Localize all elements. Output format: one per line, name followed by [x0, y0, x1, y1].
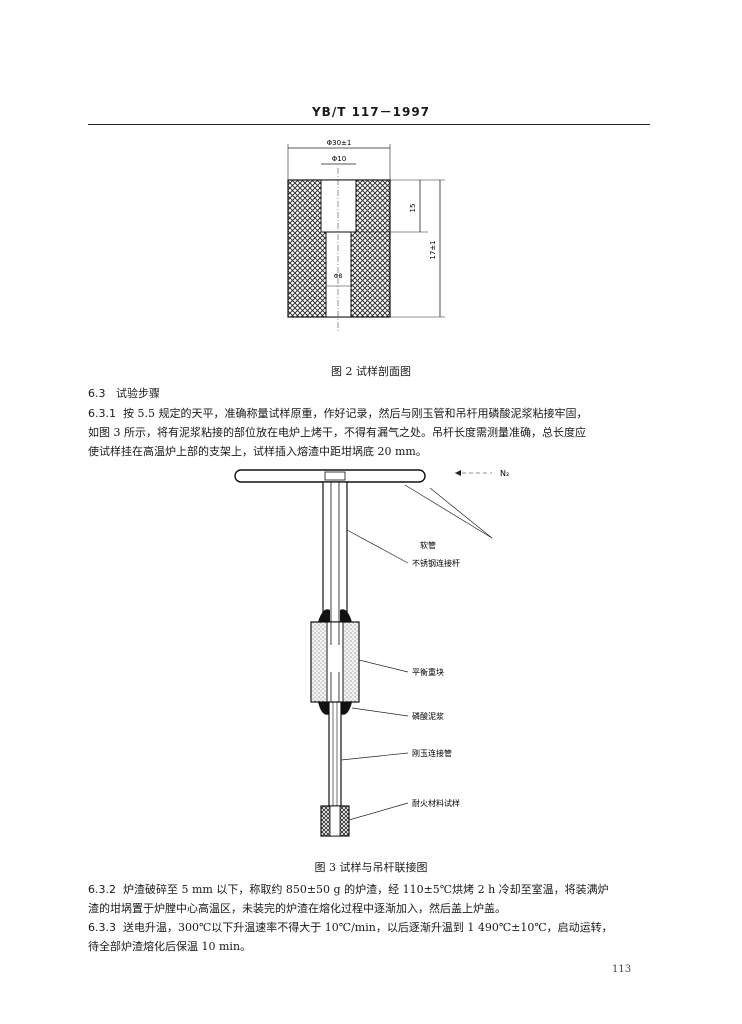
- page-header: YB/T 117－1997: [311, 105, 431, 119]
- slurry-joint-top-left: [318, 609, 330, 622]
- connecting-rod: [322, 481, 348, 623]
- label-hose: 软管: [420, 540, 436, 550]
- section-number: 6.3: [88, 387, 106, 400]
- paragraph-line: 如图 3 所示，将有泥浆粘接的部位放在电炉上烤干，不得有漏气之处。吊杆长度需测量…: [88, 426, 586, 439]
- paragraph-line: 按 5.5 规定的天平，准确称量试样原重，作好记录，然后与刚玉管和吊杆用磷酸泥浆…: [123, 407, 588, 420]
- lower-bore: [325, 231, 352, 318]
- section-title: 试验步骤: [116, 387, 160, 400]
- figure-2-drawing: Φ30±1 Φ10 Φ8 15 17±1: [287, 139, 445, 333]
- paragraph-line: 渣的坩埚置于炉膛中心高温区，未装完的炉渣在熔化过程中逐渐加入，然后盖上炉盖。: [88, 902, 506, 915]
- page-number: 113: [612, 964, 632, 975]
- paragraph-line: 炉渣破碎至 5 mm 以下，称取约 850±50 g 的炉渣，经 110±5℃烘…: [123, 883, 609, 896]
- paragraph-number: 6.3.1: [88, 407, 116, 420]
- paragraph-number: 6.3.2: [88, 883, 116, 896]
- section-heading: 6.3 试验步骤: [88, 385, 160, 401]
- label-slurry: 磷酸泥浆: [412, 711, 444, 721]
- paragraph-line: 待全部炉渣熔化后保温 10 min。: [88, 940, 252, 953]
- upper-bore: [320, 179, 357, 233]
- figure-2-caption: 图 2 试样剖面图: [331, 365, 411, 378]
- figure-3-caption: 图 3 试样与吊杆联接图: [314, 861, 428, 874]
- dim-depth-label: 15: [409, 204, 417, 213]
- dim-inner-label: Φ8: [334, 273, 343, 280]
- header-rule: [88, 124, 650, 125]
- label-rod: 不锈钢连接杆: [412, 558, 460, 568]
- dim-top-hole-label: Φ10: [332, 155, 346, 163]
- paragraph-number: 6.3.3: [88, 921, 116, 934]
- corundum-tube: [328, 701, 342, 807]
- dim-height-label: 17±1: [429, 240, 437, 259]
- dim-outer-label: Φ30±1: [327, 139, 352, 147]
- gas-label: N₂: [500, 469, 509, 478]
- figure-3-drawing: N₂ 软管 不锈钢连接杆 平衡重块 磷酸泥浆 刚玉连接管 耐火材料试样: [234, 469, 509, 837]
- paragraph-line: 使试样挂在高温炉上部的支架上，试样插入熔渣中距坩埚底 20 mm。: [88, 445, 427, 458]
- label-specimen: 耐火材料试样: [412, 798, 460, 808]
- paragraph-6-3-3: 6.3.3 送电升温，300℃以下升温速率不得大于 10℃/min，以后逐渐升温…: [88, 918, 653, 956]
- label-corundum-tube: 刚玉连接管: [412, 748, 452, 758]
- label-weight: 平衡重块: [412, 667, 444, 677]
- paragraph-6-3-2: 6.3.2 炉渣破碎至 5 mm 以下，称取约 850±50 g 的炉渣，经 1…: [88, 880, 653, 918]
- paragraph-6-3-1: 6.3.1 按 5.5 规定的天平，准确称量试样原重，作好记录，然后与刚玉管和吊…: [88, 404, 653, 461]
- paragraph-line: 送电升温，300℃以下升温速率不得大于 10℃/min，以后逐渐升温到 1 49…: [123, 921, 613, 934]
- slurry-joint-bottom: [318, 702, 330, 715]
